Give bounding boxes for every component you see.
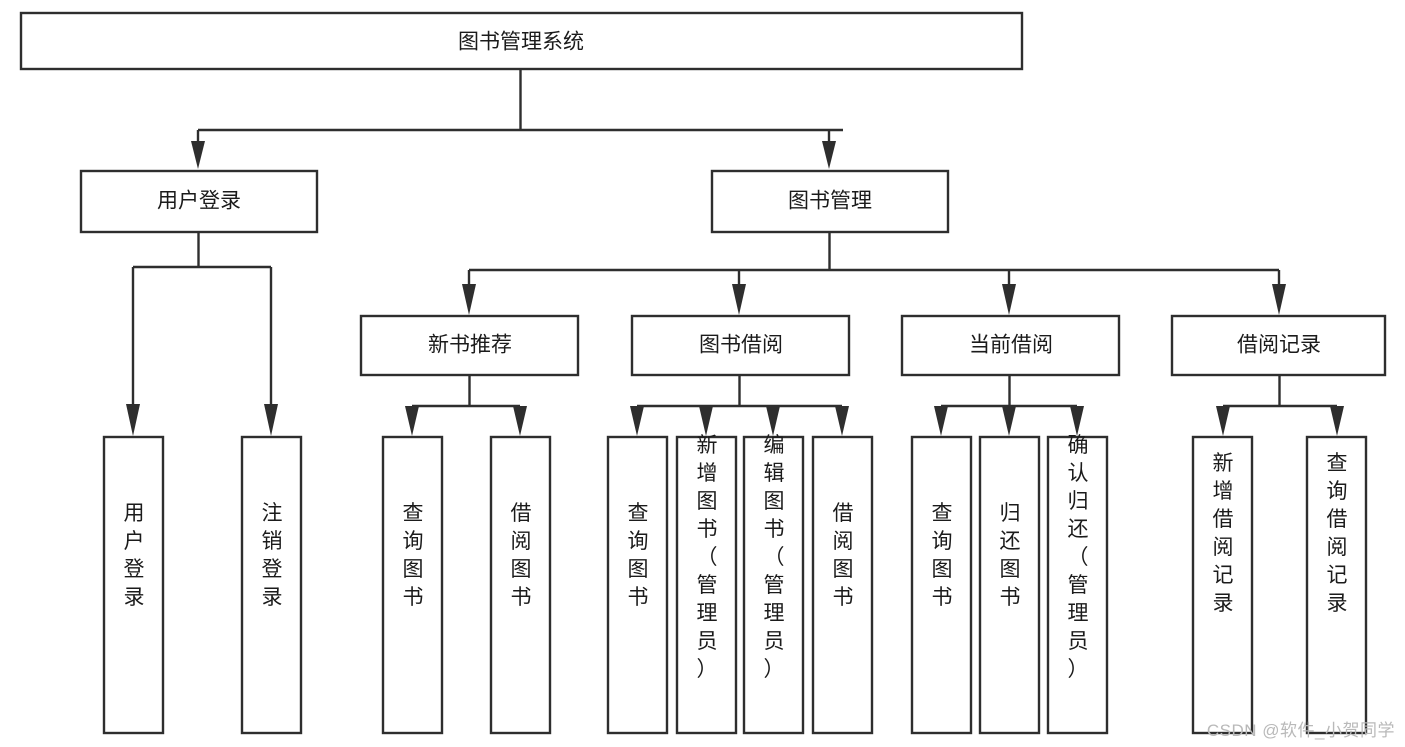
node-user-login-label: 用户登录 <box>157 190 241 213</box>
leaf-new-book-1-box[interactable] <box>381 435 444 735</box>
arrow-borrow-leaf-2 <box>699 406 713 436</box>
arrow-borrow-leaf-4 <box>835 406 849 436</box>
node-root[interactable]: 图书管理系统 <box>19 11 1024 71</box>
leaf-new-book-2-label: 借阅图书 <box>511 502 532 609</box>
connector-layer <box>126 69 1344 436</box>
leaf-borrow-record-1-label: 新增借阅记录 <box>1213 452 1234 615</box>
leaf-current-borrow-1-box[interactable] <box>910 435 973 735</box>
leaf-book-borrow-2-box[interactable] <box>675 435 738 735</box>
leaf-user-login-1-label: 用户登录 <box>124 502 145 609</box>
arrow-borrow-leaf-1 <box>630 406 644 436</box>
node-new-book-recommend-label: 新书推荐 <box>428 334 512 357</box>
arrow-current-leaf-1 <box>934 406 948 436</box>
node-root-box[interactable] <box>19 11 1024 71</box>
leaf-book-borrow-1-label: 查询图书 <box>628 502 649 609</box>
arrow-bookmgmt-to-record <box>1272 284 1286 315</box>
leaf-book-borrow-2-label: 新增图书（管理员） <box>697 434 718 681</box>
node-new-book-recommend[interactable]: 新书推荐 <box>359 314 580 377</box>
leaf-user-login-2-box[interactable] <box>240 435 303 735</box>
node-current-borrow-box[interactable] <box>900 314 1121 377</box>
node-new-book-recommend-box[interactable] <box>359 314 580 377</box>
node-borrow-record-label: 借阅记录 <box>1237 334 1321 357</box>
node-book-management[interactable]: 图书管理 <box>710 169 950 234</box>
arrow-root-to-user-login <box>191 141 205 169</box>
leaf-new-book-2[interactable]: 借阅图书 <box>489 435 552 735</box>
node-book-borrow[interactable]: 图书借阅 <box>630 314 851 377</box>
leaf-current-borrow-3-label: 确认归还（管理员） <box>1068 434 1089 681</box>
leaf-book-borrow-3-label: 编辑图书（管理员） <box>764 434 785 681</box>
leaf-user-login-2[interactable]: 注销登录 <box>240 435 303 735</box>
node-root-label: 图书管理系统 <box>458 31 584 54</box>
node-borrow-record[interactable]: 借阅记录 <box>1170 314 1387 377</box>
arrow-record-leaf-2 <box>1330 406 1344 436</box>
leaf-user-login-1[interactable]: 用户登录 <box>102 435 165 735</box>
node-borrow-record-box[interactable] <box>1170 314 1387 377</box>
arrow-userlogin-leaf-1 <box>126 404 140 436</box>
leaf-user-login-1-box[interactable] <box>102 435 165 735</box>
leaf-current-borrow-1[interactable]: 查询图书 <box>910 435 973 735</box>
leaf-current-borrow-2-box[interactable] <box>978 435 1041 735</box>
leaf-book-borrow-3[interactable]: 编辑图书（管理员） <box>742 434 805 735</box>
node-current-borrow[interactable]: 当前借阅 <box>900 314 1121 377</box>
leaf-borrow-record-2-box[interactable] <box>1305 435 1368 735</box>
leaf-book-borrow-3-box[interactable] <box>742 435 805 735</box>
leaf-user-login-2-label: 注销登录 <box>262 502 283 609</box>
leaf-borrow-record-2-label: 查询借阅记录 <box>1327 452 1348 615</box>
arrow-root-to-book-mgmt <box>822 141 836 169</box>
leaf-book-borrow-4-label: 借阅图书 <box>833 502 854 609</box>
leaf-book-borrow-1[interactable]: 查询图书 <box>606 435 669 735</box>
leaf-new-book-1[interactable]: 查询图书 <box>381 435 444 735</box>
leaf-borrow-record-1-box[interactable] <box>1191 435 1254 735</box>
leaf-borrow-record-2[interactable]: 查询借阅记录 <box>1305 435 1368 735</box>
leaf-current-borrow-2-label: 归还图书 <box>1000 502 1021 609</box>
leaf-current-borrow-2[interactable]: 归还图书 <box>978 435 1041 735</box>
node-user-login[interactable]: 用户登录 <box>79 169 319 234</box>
leaf-current-borrow-3[interactable]: 确认归还（管理员） <box>1046 434 1109 735</box>
arrow-bookmgmt-to-current <box>1002 284 1016 315</box>
node-book-borrow-label: 图书借阅 <box>699 334 783 357</box>
leaf-current-borrow-1-label: 查询图书 <box>932 502 953 609</box>
arrow-current-leaf-3 <box>1070 406 1084 436</box>
arrow-borrow-leaf-3 <box>766 406 780 436</box>
node-book-borrow-box[interactable] <box>630 314 851 377</box>
leaf-book-borrow-4[interactable]: 借阅图书 <box>811 435 874 735</box>
node-user-login-box[interactable] <box>79 169 319 234</box>
leaf-borrow-record-1[interactable]: 新增借阅记录 <box>1191 435 1254 735</box>
leaf-book-borrow-2[interactable]: 新增图书（管理员） <box>675 434 738 735</box>
leaf-current-borrow-3-box[interactable] <box>1046 435 1109 735</box>
leaf-book-borrow-4-box[interactable] <box>811 435 874 735</box>
arrow-current-leaf-2 <box>1002 406 1016 436</box>
leaf-new-book-1-label: 查询图书 <box>403 502 424 609</box>
arrow-userlogin-leaf-2 <box>264 404 278 436</box>
node-current-borrow-label: 当前借阅 <box>969 334 1053 357</box>
arrow-bookmgmt-to-newbook <box>462 284 476 315</box>
node-book-management-box[interactable] <box>710 169 950 234</box>
leaf-new-book-2-box[interactable] <box>489 435 552 735</box>
arrow-bookmgmt-to-borrow <box>732 284 746 315</box>
node-book-management-label: 图书管理 <box>788 190 872 213</box>
arrow-newbook-leaf-1 <box>405 406 419 436</box>
leaf-book-borrow-1-box[interactable] <box>606 435 669 735</box>
arrow-record-leaf-1 <box>1216 406 1230 436</box>
arrow-newbook-leaf-2 <box>513 406 527 436</box>
